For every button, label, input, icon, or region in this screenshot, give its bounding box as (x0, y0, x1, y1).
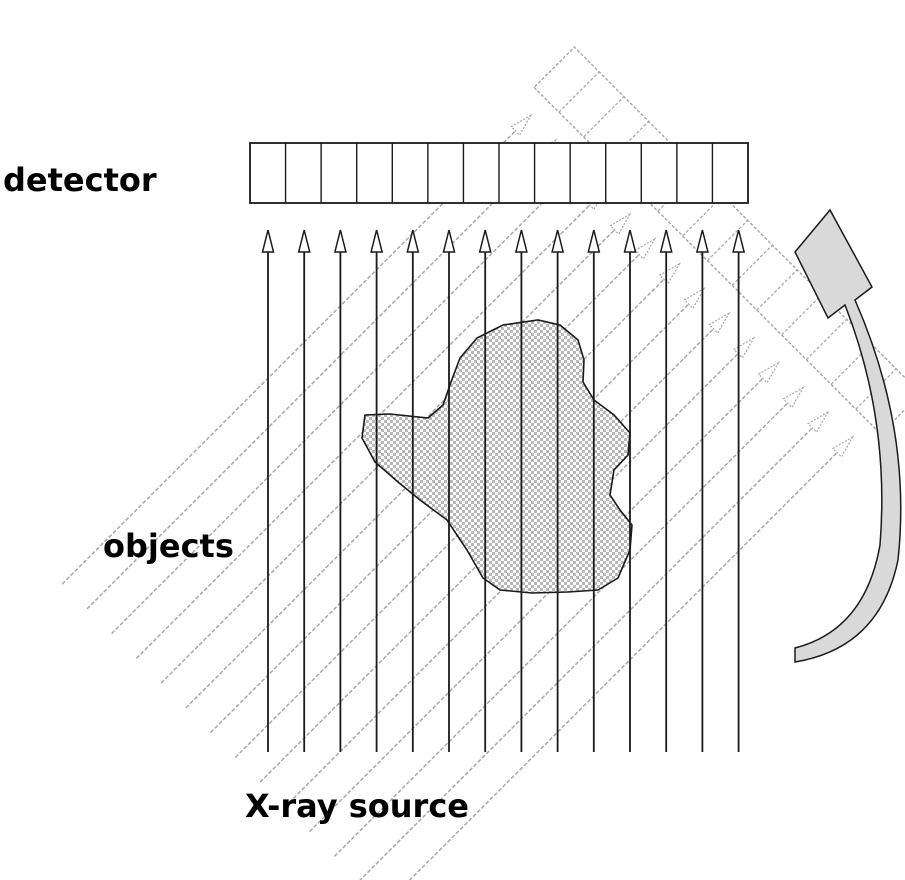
rotated-detector-cell (855, 368, 897, 410)
rotated-detector-cell (583, 96, 625, 138)
rotated-beam-arrowhead (708, 311, 731, 335)
rotated-detector (533, 46, 905, 435)
rotated-beam (333, 402, 789, 857)
rotated-beam-arrowhead (757, 361, 781, 384)
xray-beam-arrowhead (478, 229, 492, 253)
scanned-object (361, 319, 633, 594)
xray-beam-arrowhead (442, 229, 456, 253)
rotated-beam (359, 427, 813, 880)
rotated-beam-arrowhead (633, 237, 657, 260)
rotated-beam-arrowhead (683, 286, 706, 310)
rotated-beam-arrowhead (782, 385, 805, 409)
xray-beam-arrowhead (587, 229, 601, 253)
detector-array (249, 142, 749, 204)
rotated-beam-arrowhead (609, 212, 632, 236)
xray-beam-arrowhead (261, 229, 275, 253)
xray-beam-arrowhead (695, 229, 709, 253)
rotated-detector-cell (607, 120, 650, 163)
rotated-beam-arrowhead (510, 113, 533, 137)
xray-source-label: X-ray source (245, 787, 469, 825)
rotated-beam (111, 179, 566, 635)
rotated-beam-arrowhead (807, 410, 830, 434)
objects-label: objects (103, 527, 234, 565)
rotated-beam (61, 130, 516, 585)
rotation-arrow-icon (794, 208, 902, 663)
rotated-beam-arrowhead (658, 262, 682, 285)
xray-beam-arrowhead (623, 229, 637, 253)
xray-beam-arrowhead (333, 229, 347, 253)
rotated-detector-cell (731, 244, 773, 286)
xray-beam-arrowhead (406, 229, 420, 253)
rotated-detector-cell (558, 71, 600, 113)
xray-beam-arrowhead (514, 229, 528, 253)
rotated-detector-cell (805, 318, 848, 361)
xray-beam-arrowhead (732, 229, 746, 253)
xray-beam-arrowhead (551, 229, 565, 253)
xray-beam-arrowhead (659, 229, 673, 253)
xray-beam-arrowhead (297, 229, 311, 253)
rotated-beam (86, 155, 541, 610)
rotated-detector-cell (706, 219, 749, 262)
rotated-beam-arrowhead (831, 435, 855, 458)
rotated-beam (309, 377, 764, 833)
xray-beams (261, 229, 746, 752)
rotated-detector-cell (756, 269, 798, 311)
rotated-detector-cell (781, 294, 823, 336)
rotated-beam (408, 452, 838, 880)
detector-label: detector (3, 161, 157, 199)
xray-beam-arrowhead (370, 229, 384, 253)
